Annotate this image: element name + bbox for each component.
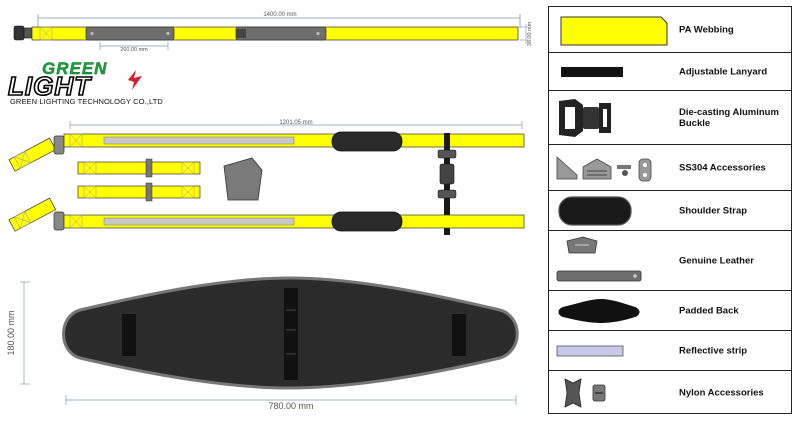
- logo-line2: LIGHT: [8, 71, 92, 101]
- pa-webbing-swatch-icon: [560, 16, 668, 46]
- small-strap-2: [77, 185, 201, 199]
- legend-label-pa-webbing: PA Webbing: [679, 24, 734, 35]
- lower-buckle-icon: [53, 211, 65, 231]
- legend-row-shoulder-strap: Shoulder Strap: [549, 191, 791, 231]
- legend-label-padded-back: Padded Back: [679, 305, 739, 316]
- aluminum-buckle-icon: [559, 99, 611, 137]
- legend-row-leather: Genuine Leather: [549, 231, 791, 291]
- legend-row-lanyard: Adjustable Lanyard: [549, 53, 791, 91]
- legend-label-shoulder-strap: Shoulder Strap: [679, 205, 748, 216]
- pad-loop-right: [452, 314, 466, 356]
- leather-length-label: 260.00 mm: [120, 47, 148, 53]
- logo-bolt-icon: [128, 70, 142, 90]
- padded-back-shape-icon: [558, 299, 640, 323]
- legend-row-buckle: Die-casting Aluminum Buckle: [549, 91, 791, 145]
- legend-row-ss304: SS304 Accessories: [549, 145, 791, 191]
- legend-row-padded-back: Padded Back: [549, 291, 791, 331]
- strap-width-label: 38.00 mm: [527, 21, 533, 46]
- top-leather-piece-2: [235, 26, 327, 41]
- legend-label-nylon: Nylon Accessories: [679, 387, 764, 399]
- company-logo: GREEN LIGHT: [7, 59, 142, 102]
- legend-label-buckle: Die-casting Aluminum Buckle: [679, 106, 779, 129]
- materials-legend: PA Webbing Adjustable Lanyard Die-castin…: [548, 6, 792, 414]
- legend-label-leather: Genuine Leather: [679, 255, 754, 266]
- ss304-hardware-icon: [556, 156, 652, 182]
- padded-back-drawing: 180.00 mm 780.00 mm: [6, 276, 519, 411]
- top-strap-assembly: 1400.00 mm 260.00 mm 38.00 mm: [13, 12, 533, 53]
- leather-pieces-icon: [556, 236, 642, 282]
- legend-label-ss304: SS304 Accessories: [679, 162, 766, 173]
- upper-reflective-strip: [103, 136, 295, 145]
- legend-row-nylon: Nylon Accessories: [549, 371, 791, 415]
- legend-label-lanyard: Adjustable Lanyard: [679, 66, 768, 77]
- legend-row-pa-webbing: PA Webbing: [549, 7, 791, 53]
- overall-length-label: 1400.00 mm: [263, 12, 296, 18]
- lower-reflective-strip: [103, 217, 295, 226]
- technical-drawing: 1400.00 mm 260.00 mm 38.00 mm GREEN LIGH…: [6, 12, 533, 411]
- leather-shield-piece: [223, 157, 263, 201]
- pad-height-label: 180.00 mm: [6, 310, 16, 355]
- lanyard-bar-icon: [561, 67, 623, 77]
- pad-loop-center: [284, 288, 298, 380]
- logo-line1: GREEN: [42, 59, 107, 78]
- top-leather-piece: [85, 26, 175, 41]
- belt-length-label: 1201.05 mm: [279, 120, 312, 126]
- upper-buckle-icon: [53, 135, 65, 155]
- shoulder-strap-pad-icon: [558, 196, 632, 226]
- nylon-buckles-icon: [564, 378, 606, 408]
- reflective-strip-bar-icon: [556, 345, 624, 357]
- legend-row-reflective: Reflective strip: [549, 331, 791, 371]
- top-buckle-icon: [13, 25, 33, 41]
- lower-shoulder-pad: [331, 211, 403, 232]
- company-name: GREEN LIGHTING TECHNOLOGY CO.,LTD: [10, 97, 163, 106]
- upper-shoulder-pad: [331, 131, 403, 152]
- belt-assembly: 1201.05 mm: [8, 120, 525, 235]
- small-strap-1: [77, 161, 201, 175]
- legend-label-reflective: Reflective strip: [679, 345, 748, 356]
- pad-length-label: 780.00 mm: [268, 401, 313, 411]
- pad-loop-left: [122, 314, 136, 356]
